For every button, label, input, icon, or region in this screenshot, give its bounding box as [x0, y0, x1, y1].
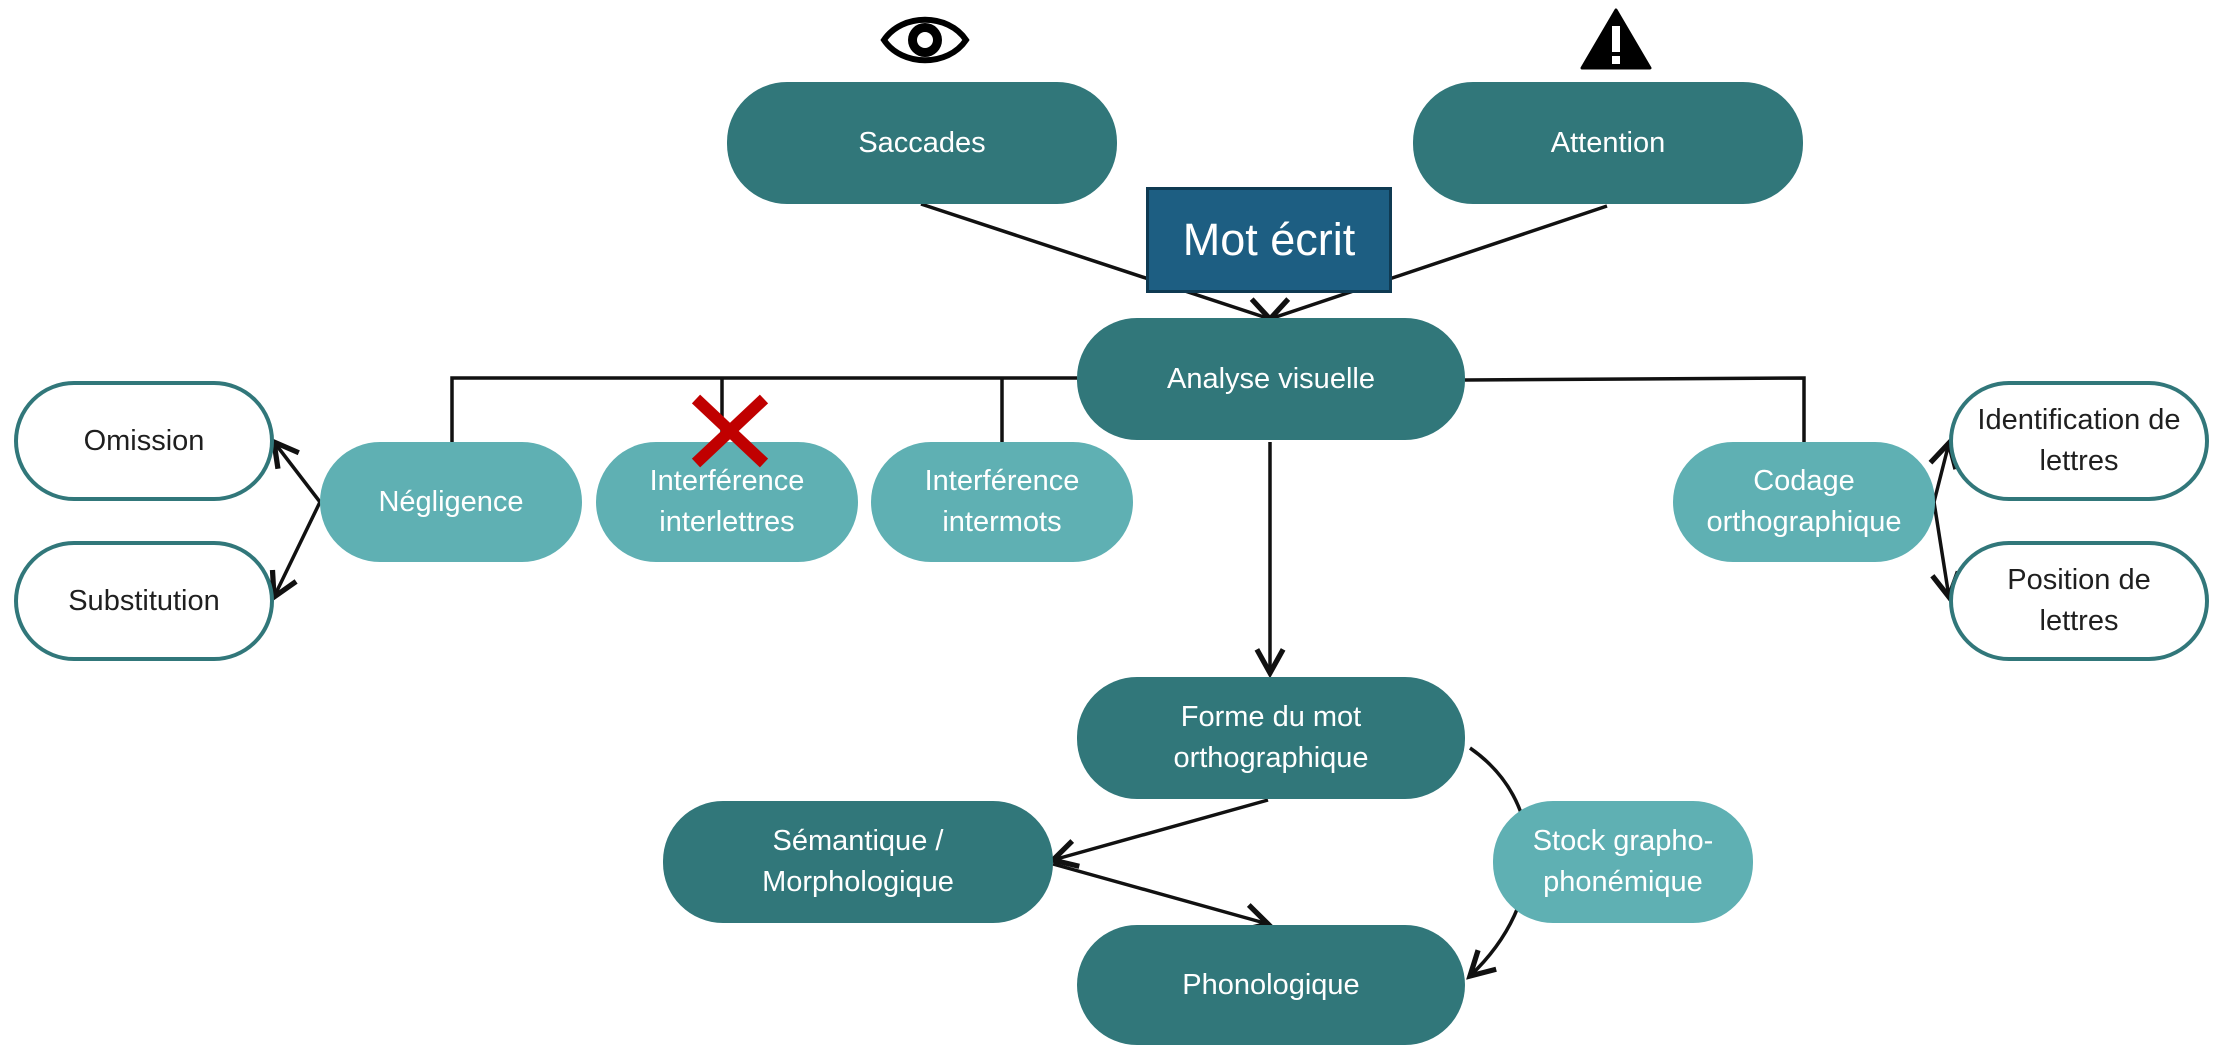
phonologique-label: Phonologique — [1182, 968, 1360, 1001]
warning-icon — [1580, 8, 1652, 70]
interference-intermots-label: Interférence intermots — [924, 465, 1080, 538]
interference-intermots-node: Interférence intermots — [871, 442, 1133, 562]
diagram-title: Mot écrit — [1182, 214, 1356, 265]
position-lettres-node: Position de lettres — [1949, 541, 2209, 661]
connector-codage-position — [1934, 501, 1949, 597]
connector-branch-left — [450, 376, 1077, 443]
codage-orthographique-node: Codage orthographique — [1673, 442, 1935, 562]
position-lettres-label: Position de lettres — [2007, 564, 2151, 637]
saccades-label: Saccades — [858, 126, 986, 159]
semantique-node: Sémantique / Morphologique — [663, 801, 1053, 923]
connector-attention-analyse — [1270, 204, 1608, 319]
forme-mot-node: Forme du mot orthographique — [1077, 677, 1465, 799]
eye-icon — [880, 16, 970, 64]
stock-grapho-node: Stock grapho- phonémique — [1493, 801, 1753, 923]
identification-lettres-label: Identification de lettres — [1977, 404, 2181, 477]
connector-saccades-analyse — [920, 202, 1270, 319]
title-box: Mot écrit — [1146, 187, 1392, 293]
negligence-label: Négligence — [378, 485, 524, 518]
codage-orthographique-label: Codage orthographique — [1706, 465, 1902, 538]
semantique-label: Sémantique / Morphologique — [762, 825, 954, 898]
connector-semantique-phonologique — [1052, 862, 1268, 924]
interference-interlettres-node: Interférence interlettres — [596, 442, 858, 562]
saccades-node: Saccades — [727, 82, 1117, 204]
cross-icon — [691, 394, 769, 468]
connector-negligence-substitution — [274, 501, 322, 597]
omission-node: Omission — [14, 381, 274, 501]
substitution-node: Substitution — [14, 541, 274, 661]
interference-interlettres-label: Interférence interlettres — [649, 465, 805, 538]
connector-branch-right — [1464, 376, 1806, 443]
forme-mot-label: Forme du mot orthographique — [1173, 701, 1369, 774]
identification-lettres-node: Identification de lettres — [1949, 381, 2209, 501]
phonologique-node: Phonologique — [1077, 925, 1465, 1045]
analyse-visuelle-label: Analyse visuelle — [1167, 362, 1375, 395]
connector-forme-semantique — [1053, 798, 1269, 860]
stock-grapho-label: Stock grapho- phonémique — [1532, 825, 1714, 898]
substitution-label: Substitution — [68, 584, 220, 617]
negligence-node: Négligence — [320, 442, 582, 562]
attention-node: Attention — [1413, 82, 1803, 204]
connector-codage-identification — [1934, 443, 1949, 503]
omission-label: Omission — [83, 424, 205, 457]
connector-negligence-omission — [274, 442, 322, 504]
attention-label: Attention — [1550, 126, 1666, 159]
analyse-visuelle-node: Analyse visuelle — [1077, 318, 1465, 440]
